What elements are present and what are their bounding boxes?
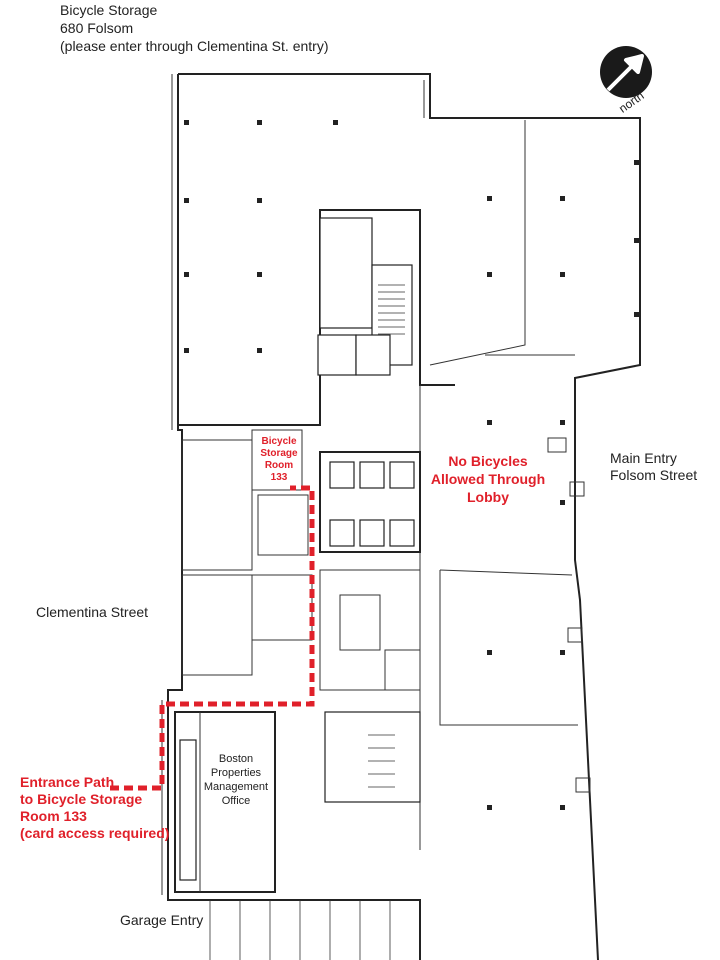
header-address: 680 Folsom xyxy=(60,20,134,36)
upper-core xyxy=(317,217,413,376)
entrance-path xyxy=(110,485,315,791)
no-bicycles-label: No Bicycles Allowed Through Lobby xyxy=(430,453,546,505)
header-title: Bicycle Storage xyxy=(60,2,158,18)
compass: north xyxy=(596,42,666,116)
main-entry-label: Main Entry Folsom Street xyxy=(610,450,698,483)
garage-ramp xyxy=(209,900,391,960)
elevator-bank xyxy=(319,451,421,553)
entrance-path-label: Entrance Path to Bicycle Storage Room 13… xyxy=(20,774,170,841)
garage-entry-label: Garage Entry xyxy=(120,912,204,928)
main-entry-doors xyxy=(547,437,591,793)
building-outline xyxy=(161,73,641,960)
bike-room-label: Bicycle Storage Room 133 xyxy=(260,436,298,483)
header-note: (please enter through Clementina St. ent… xyxy=(60,38,329,54)
management-office-room xyxy=(174,711,276,893)
lower-offices xyxy=(419,569,578,850)
north-arrow-icon xyxy=(600,46,652,98)
management-office-label: Boston Properties Management Office xyxy=(203,753,269,807)
structural-columns xyxy=(184,120,639,810)
lower-restrooms xyxy=(324,711,421,803)
service-block xyxy=(181,429,421,691)
clementina-street-label: Clementina Street xyxy=(36,604,149,620)
